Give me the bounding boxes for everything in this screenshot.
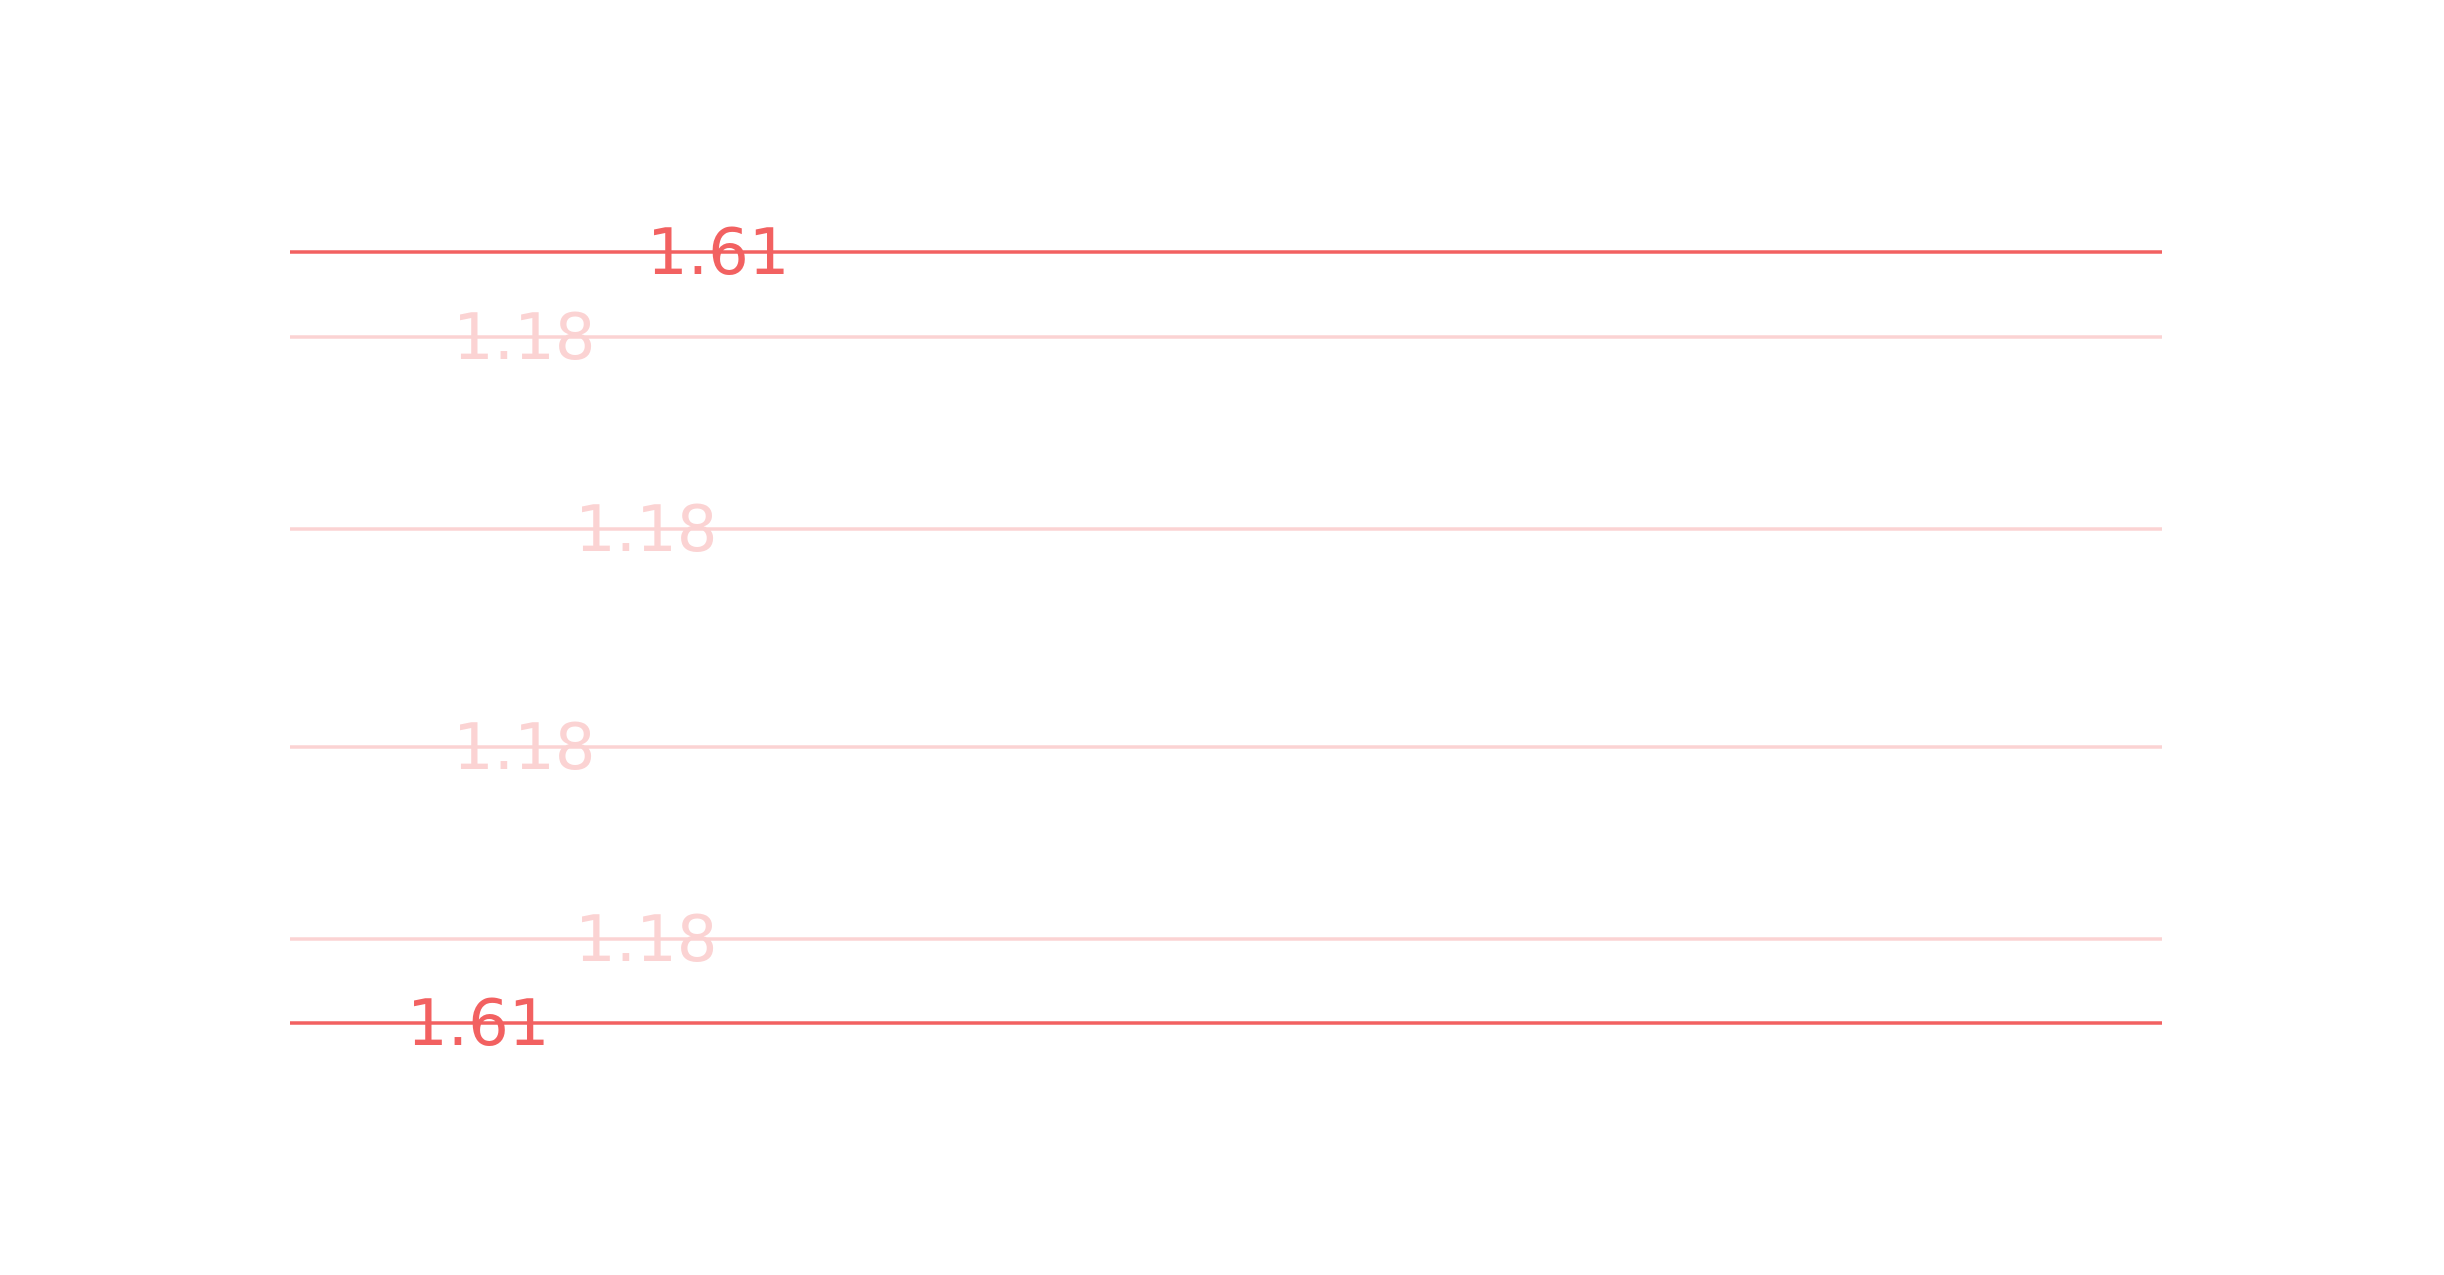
ratio-label-5: 1.18 bbox=[575, 903, 718, 977]
ratio-label-3: 1.18 bbox=[575, 493, 718, 567]
ratio-label-1: 1.61 bbox=[647, 216, 790, 290]
ratio-label-4: 1.18 bbox=[453, 711, 596, 785]
ratio-label-2: 1.18 bbox=[453, 301, 596, 375]
labels-layer: 1.61 1.18 1.18 1.18 1.18 1.61 bbox=[407, 216, 790, 1061]
ratio-label-6: 1.61 bbox=[407, 987, 550, 1061]
lines-layer bbox=[290, 250, 2162, 1025]
